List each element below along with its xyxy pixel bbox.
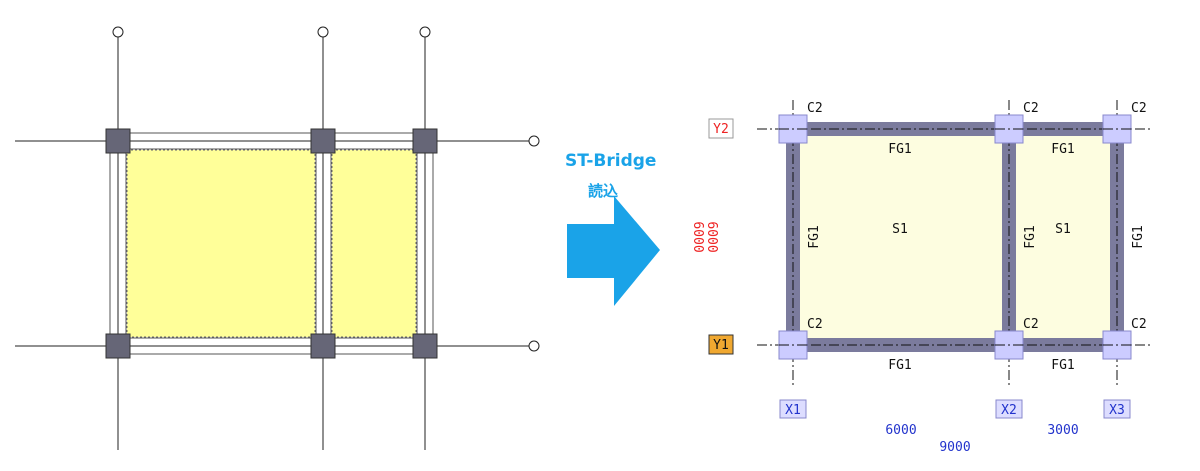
beam-label: FG1	[1023, 225, 1038, 248]
dimension-y: 6000	[690, 221, 705, 252]
source-column	[412, 128, 438, 154]
beam-fg1	[1110, 122, 1124, 352]
axis-tag-label: X2	[1001, 403, 1017, 418]
dimension-x: 9000	[939, 440, 970, 455]
column-label: C2	[1023, 317, 1039, 332]
source-beams	[109, 132, 434, 355]
axis-tag-label: Y2	[713, 122, 729, 137]
beam-label: FG1	[1051, 358, 1074, 373]
beam-fg1	[784, 338, 1124, 352]
grid-bubbles	[112, 26, 540, 352]
source-grid-lines	[15, 37, 530, 450]
slab-right	[331, 149, 417, 338]
axis-tag-y2: Y2	[708, 118, 734, 139]
column-label: C2	[807, 101, 823, 116]
dimension-y: 6000	[704, 221, 719, 252]
beam-label: FG1	[888, 358, 911, 373]
beam-label: FG1	[807, 225, 822, 248]
arrow-caption-line1: ST-Bridge	[565, 151, 657, 171]
axis-tag-y1: Y1	[708, 334, 734, 355]
beams	[784, 122, 1124, 352]
slab-s1-right	[1008, 130, 1116, 344]
beam-fg1	[786, 122, 800, 352]
column-label: C2	[807, 317, 823, 332]
source-column	[310, 128, 336, 154]
beam-fg1	[784, 122, 1124, 136]
axis-tag-x1: X1	[779, 399, 807, 419]
slab-label: S1	[1055, 222, 1071, 237]
source-columns	[105, 128, 438, 359]
right-arrow-icon	[567, 196, 660, 306]
dimension-x: 6000	[885, 423, 916, 438]
grid-bubble-x3	[419, 26, 431, 38]
beam-label: FG1	[888, 142, 911, 157]
axis-tag-label: X3	[1109, 403, 1125, 418]
grid-bubble-y2	[528, 135, 540, 147]
source-column	[105, 333, 131, 359]
column-label: C2	[1131, 317, 1147, 332]
beam-label: FG1	[1131, 225, 1146, 248]
source-column	[412, 333, 438, 359]
dimension-x: 3000	[1047, 423, 1078, 438]
grid-bubble-x2	[317, 26, 329, 38]
slab-s1-left	[795, 130, 1008, 344]
axis-tag-label: Y1	[713, 338, 729, 353]
axis-tag-x3: X3	[1103, 399, 1131, 419]
slab-left	[126, 149, 316, 338]
import-arrow	[567, 196, 660, 306]
source-column	[105, 128, 131, 154]
grid-bubble-y1	[528, 340, 540, 352]
grid-bubble-x1	[112, 26, 124, 38]
source-column	[310, 333, 336, 359]
beam-label: FG1	[1051, 142, 1074, 157]
slab-label: S1	[892, 222, 908, 237]
column-label: C2	[1131, 101, 1147, 116]
axis-tag-label: X1	[785, 403, 801, 418]
arrow-caption-line2: 読込	[588, 182, 619, 200]
column-label: C2	[1023, 101, 1039, 116]
axis-tag-x2: X2	[995, 399, 1023, 419]
beam-fg1	[1002, 122, 1016, 352]
source-grid-drawing	[15, 26, 540, 450]
imported-model: C2 C2 C2 C2 C2 C2 FG1 FG1 FG1 FG1 FG1 FG…	[690, 100, 1150, 455]
